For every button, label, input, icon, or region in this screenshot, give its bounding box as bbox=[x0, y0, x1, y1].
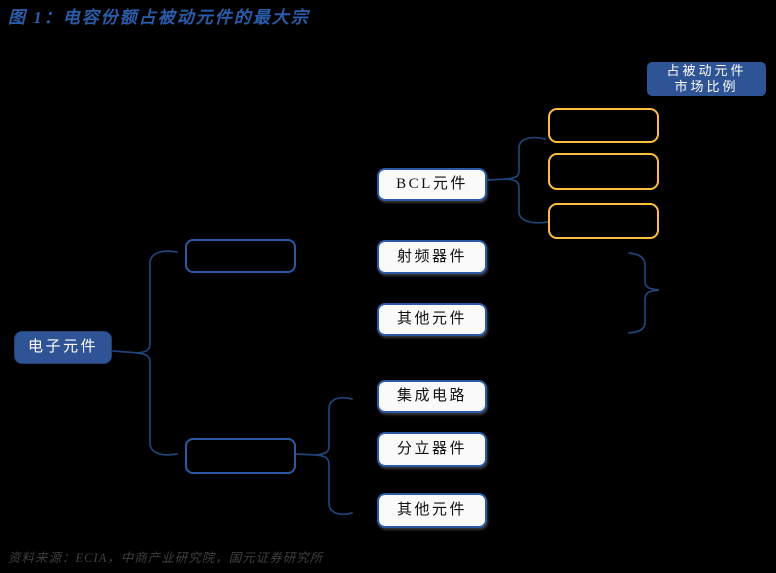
node-root: 电子元件 bbox=[14, 331, 112, 364]
node-other-passive-label: 其他元件 bbox=[396, 311, 467, 327]
figure-title: 图 1：电容份额占被动元件的最大宗 bbox=[8, 8, 310, 27]
highlight-box-3 bbox=[548, 203, 659, 239]
market-share-label-line1: 占被动元件 bbox=[666, 63, 747, 78]
stub-root bbox=[112, 350, 138, 354]
node-discrete: 分立器件 bbox=[377, 432, 487, 467]
node-root-label: 电子元件 bbox=[27, 339, 98, 355]
placeholder-active-node bbox=[185, 438, 296, 474]
stub-bcl bbox=[487, 178, 508, 181]
node-other-active: 其他元件 bbox=[377, 493, 487, 528]
node-other-passive: 其他元件 bbox=[377, 303, 487, 336]
node-rf: 射频器件 bbox=[377, 240, 487, 274]
node-rf-label: 射频器件 bbox=[396, 248, 467, 265]
brace-root-to-level2 bbox=[136, 250, 178, 456]
market-share-label-line2: 市场比例 bbox=[674, 79, 739, 94]
node-bcl-label: BCL元件 bbox=[396, 176, 468, 192]
figure-source: 资料来源：ECIA，中商产业研究院，国元证券研究所 bbox=[8, 551, 324, 565]
brace-level2-to-active bbox=[315, 396, 353, 516]
node-other-active-label: 其他元件 bbox=[396, 502, 467, 518]
node-ic: 集成电路 bbox=[377, 380, 487, 413]
node-bcl: BCL元件 bbox=[377, 168, 487, 201]
highlight-box-2 bbox=[548, 153, 659, 190]
stub-level2-active bbox=[295, 453, 317, 456]
market-share-label: 占被动元件 市场比例 bbox=[647, 62, 766, 96]
node-ic-label: 集成电路 bbox=[396, 388, 467, 404]
node-discrete-label: 分立器件 bbox=[396, 441, 467, 457]
brace-bcl-to-highlights bbox=[506, 136, 549, 224]
placeholder-passive-node bbox=[185, 239, 296, 273]
brace-right-group bbox=[628, 252, 660, 334]
highlight-box-1 bbox=[548, 108, 659, 143]
